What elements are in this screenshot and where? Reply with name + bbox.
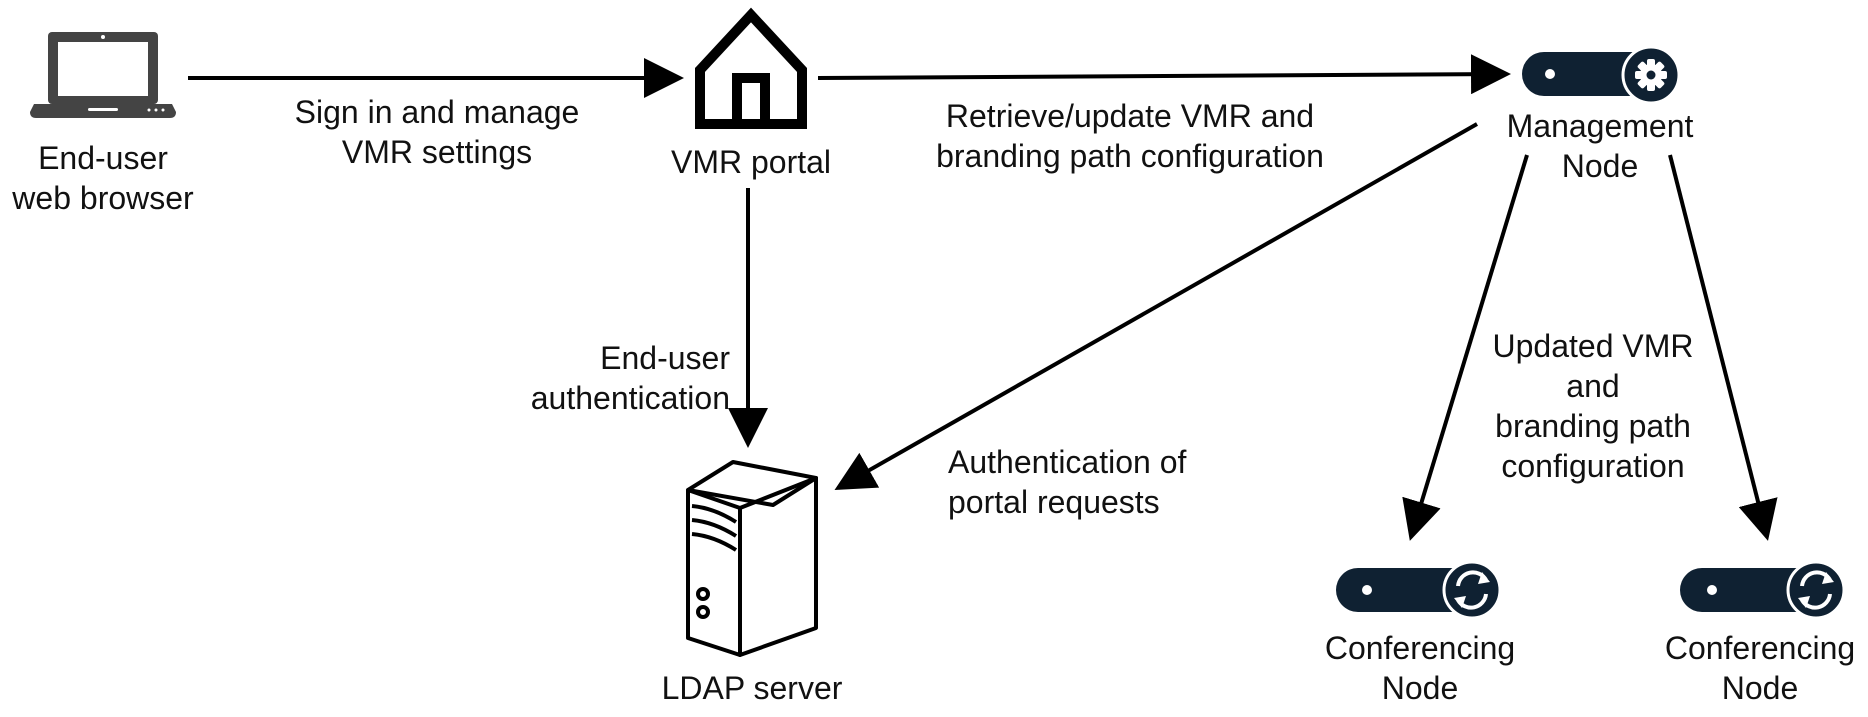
edge-label-line: Updated VMR xyxy=(1492,328,1694,364)
edge-label-management-conf: Updated VMR and branding path configurat… xyxy=(1468,326,1718,486)
edge-label-line: portal requests xyxy=(948,484,1160,520)
conf2-label-line: Conferencing xyxy=(1664,630,1856,666)
server-tower-icon xyxy=(686,460,818,657)
browser-label-line: End-user xyxy=(38,140,168,176)
arrow-portal-to-management xyxy=(817,54,1511,95)
conf1-label: Conferencing Node xyxy=(1310,628,1530,708)
edge-label-browser-portal: Sign in and manage VMR settings xyxy=(272,92,602,172)
arrow-management-to-conf2 xyxy=(1668,154,1778,541)
edge-label-portal-ldap: End-user authentication xyxy=(490,338,730,418)
edge-label-line: Authentication of xyxy=(948,444,1187,480)
edge-label-line: branding path xyxy=(1495,408,1691,444)
portal-label-line: VMR portal xyxy=(670,144,832,180)
portal-label: VMR portal xyxy=(641,142,861,182)
conf1-label-line: Conferencing xyxy=(1324,630,1516,666)
management-label-line: Node xyxy=(1561,148,1639,184)
ldap-label: LDAP server xyxy=(648,668,856,708)
laptop-icon xyxy=(30,32,176,118)
conf2-label-line: Node xyxy=(1721,670,1799,706)
browser-label-line: web browser xyxy=(12,180,194,216)
edge-label-line: and xyxy=(1566,368,1620,404)
conf2-label: Conferencing Node xyxy=(1652,628,1868,708)
house-icon xyxy=(695,7,807,129)
edge-label-portal-management: Retrieve/update VMR and branding path co… xyxy=(900,96,1360,176)
ldap-label-line: LDAP server xyxy=(661,670,843,706)
edge-label-management-ldap: Authentication of portal requests xyxy=(948,442,1268,522)
arrow-management-to-ldap xyxy=(834,122,1478,490)
sync-icon xyxy=(1680,560,1846,620)
edge-label-line: Sign in and manage xyxy=(294,94,580,130)
conf1-label-line: Node xyxy=(1381,670,1459,706)
edge-label-line: branding path configuration xyxy=(936,138,1324,174)
edge-label-line: End-user xyxy=(600,340,730,376)
edge-label-line: configuration xyxy=(1501,448,1685,484)
management-label-line: Management xyxy=(1506,108,1694,144)
arrow-management-to-conf1 xyxy=(1402,154,1529,541)
gear-icon xyxy=(1522,45,1681,105)
edge-label-line: Retrieve/update VMR and xyxy=(945,98,1315,134)
sync-icon xyxy=(1336,560,1502,620)
edge-label-line: authentication xyxy=(530,380,730,416)
edge-label-line: VMR settings xyxy=(341,134,533,170)
browser-label: End-user web browser xyxy=(0,138,206,218)
management-label: Management Node xyxy=(1480,106,1720,186)
